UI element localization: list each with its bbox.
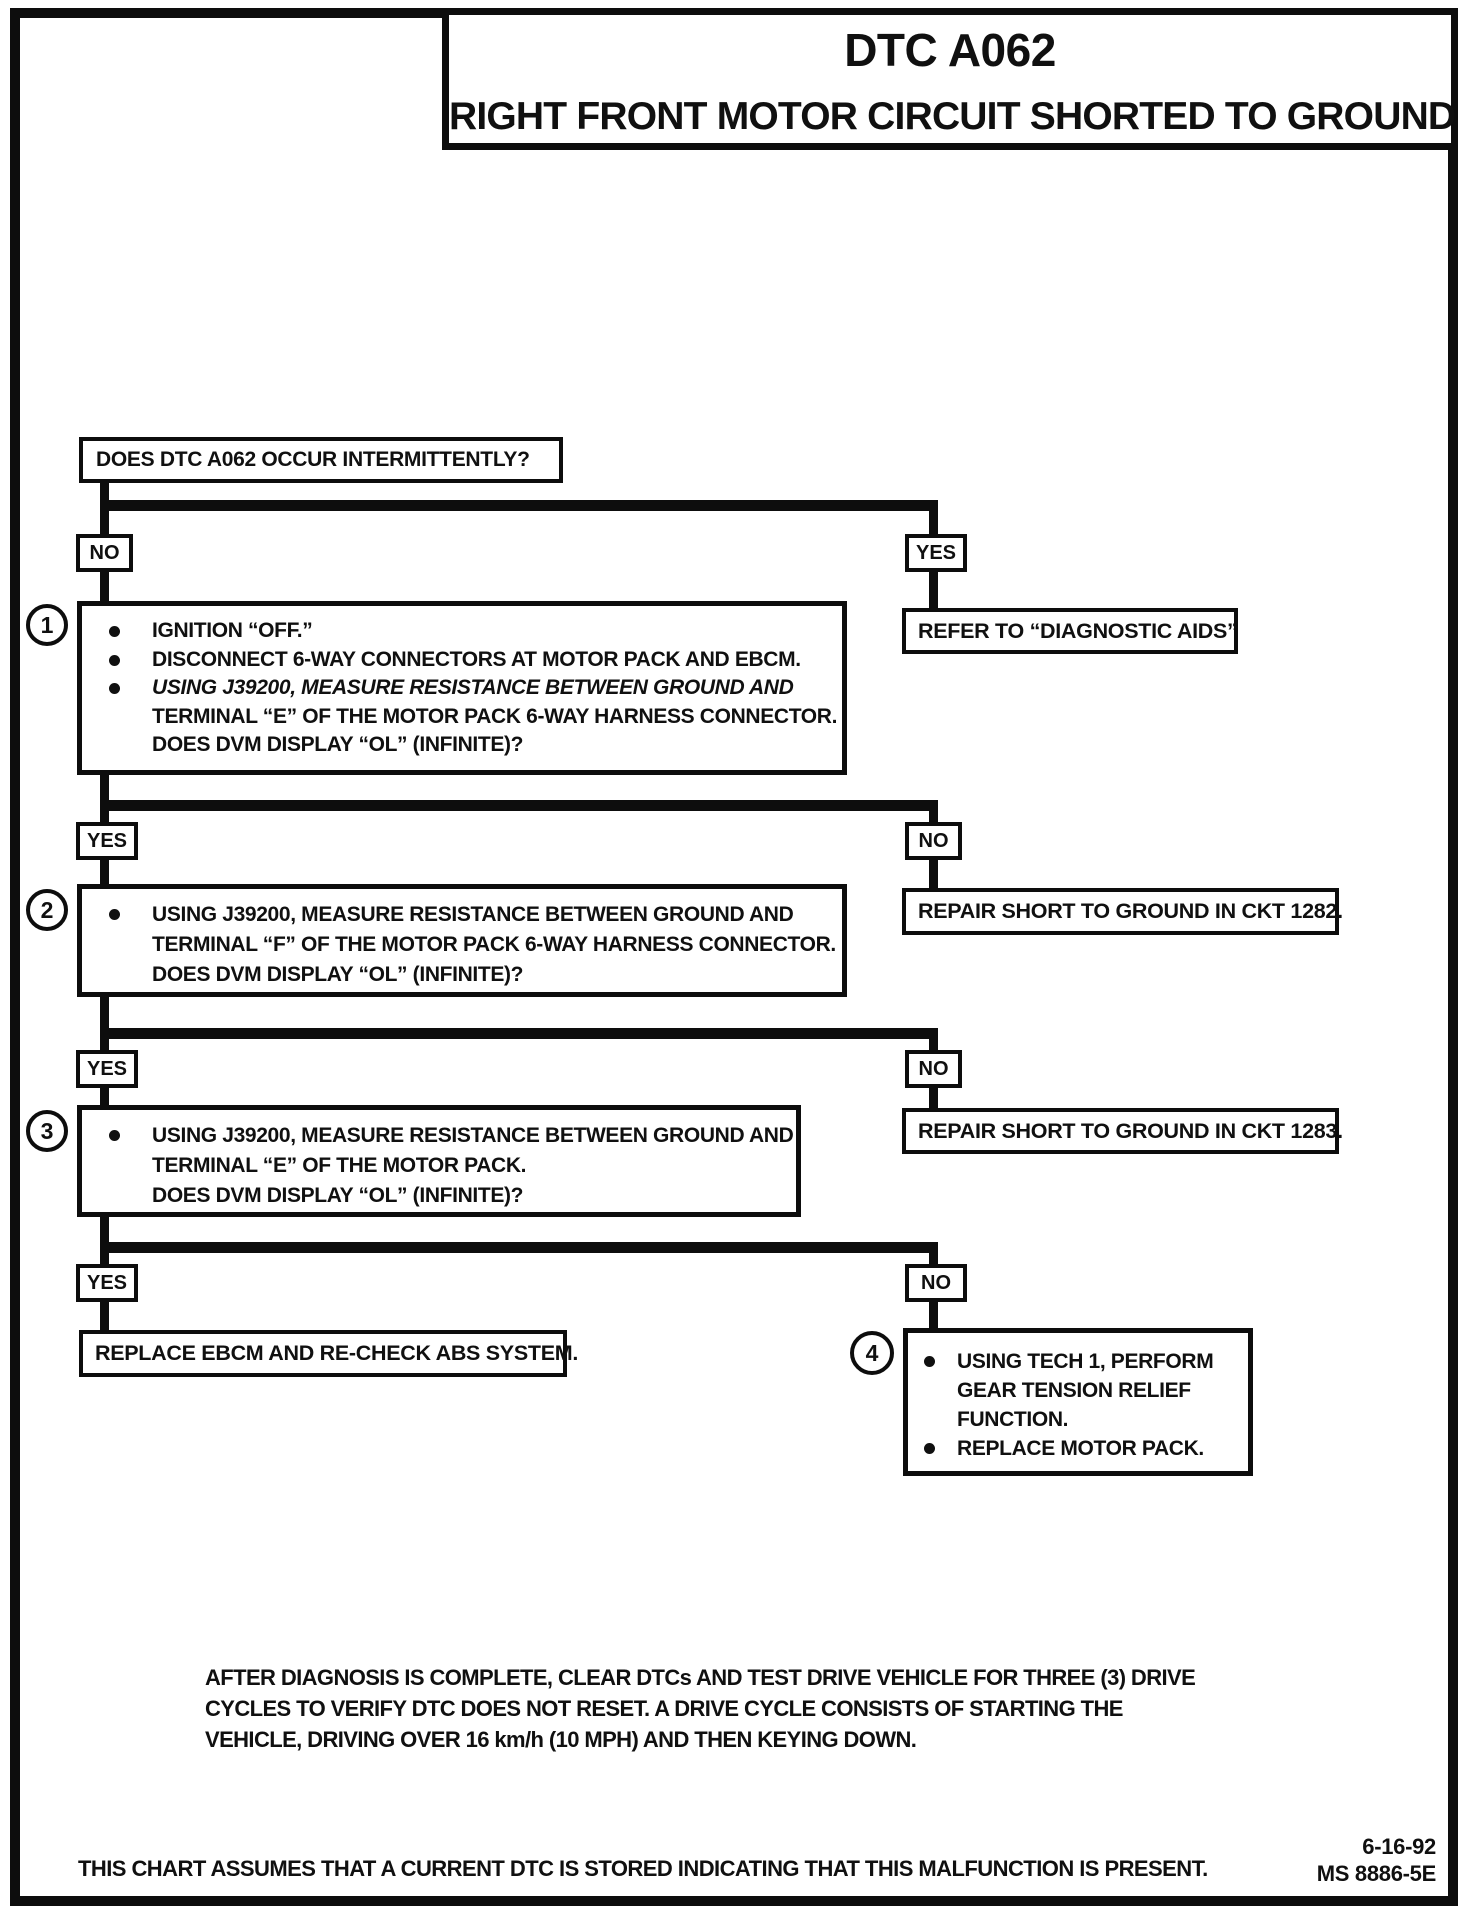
flow-connector [100,858,109,888]
flow-connector [929,500,938,538]
yes-label-row1: YES [905,534,967,572]
flow-connector [100,1028,938,1039]
bullet-icon [109,654,120,666]
step-4-box: USING TECH 1, PERFORM GEAR TENSION RELIE… [903,1328,1253,1476]
no-label-row4: NO [905,1264,967,1302]
refer-diagnostic-aids-box: REFER TO “DIAGNOSTIC AIDS” [902,608,1238,654]
bullet-icon [924,1356,935,1367]
flow-connector [929,858,938,892]
step-1-box: IGNITION “OFF.” DISCONNECT 6-WAY CONNECT… [77,601,847,775]
bullet-icon [109,1130,120,1141]
flow-connector [100,1086,109,1108]
no-label-row1: NO [76,534,133,572]
flow-connector [929,1300,938,1330]
yes-label-row4: YES [76,1264,138,1302]
drive-cycle-note: AFTER DIAGNOSIS IS COMPLETE, CLEAR DTCs … [205,1665,1196,1752]
page-title: DTC A062 [844,24,1056,76]
title-box: DTC A062 RIGHT FRONT MOTOR CIRCUIT SHORT… [442,8,1458,150]
flow-connector [929,800,938,825]
flow-connector [100,1242,938,1253]
flow-connector [100,570,109,604]
flow-connector [929,1242,938,1266]
chart-assumption-note: THIS CHART ASSUMES THAT A CURRENT DTC IS… [78,1856,1208,1881]
flow-connector [100,773,109,825]
start-question-box: DOES DTC A062 OCCUR INTERMITTENTLY? [79,437,563,483]
step-number-3: 3 [26,1110,68,1152]
flow-connector [929,1028,938,1053]
repair-ckt-1282-box: REPAIR SHORT TO GROUND IN CKT 1282. [902,888,1343,935]
yes-label-row3: YES [76,1050,138,1088]
step-number-1: 1 [26,604,68,646]
flow-connector [100,500,938,511]
flow-connector [929,570,938,614]
step-number-4: 4 [850,1331,894,1375]
bullet-icon [109,683,120,694]
flow-connector [100,995,109,1053]
flow-connector [100,1300,109,1332]
step-number-2: 2 [26,889,68,931]
no-label-row3: NO [905,1050,962,1088]
yes-label-row2: YES [76,822,138,860]
bullet-icon [109,626,120,637]
bullet-icon [924,1443,935,1454]
start-question-text: DOES DTC A062 OCCUR INTERMITTENTLY? [96,448,530,471]
page-subtitle: RIGHT FRONT MOTOR CIRCUIT SHORTED TO GRO… [449,95,1456,138]
flow-connector [929,1086,938,1112]
flow-connector [100,1215,109,1266]
bullet-icon [109,909,120,920]
document-code: MS 8886-5E [1316,1861,1437,1886]
no-label-row2: NO [905,822,962,860]
step-3-box: USING J39200, MEASURE RESISTANCE BETWEEN… [77,1105,801,1217]
step-2-box: USING J39200, MEASURE RESISTANCE BETWEEN… [77,884,847,997]
flow-connector [100,800,938,811]
repair-ckt-1283-box: REPAIR SHORT TO GROUND IN CKT 1283. [902,1108,1343,1154]
revision-date: 6-16-92 [1362,1834,1436,1859]
document-id-block: 6-16-92 MS 8886-5E [1316,1833,1437,1887]
replace-ebcm-box: REPLACE EBCM AND RE-CHECK ABS SYSTEM. [79,1330,578,1377]
